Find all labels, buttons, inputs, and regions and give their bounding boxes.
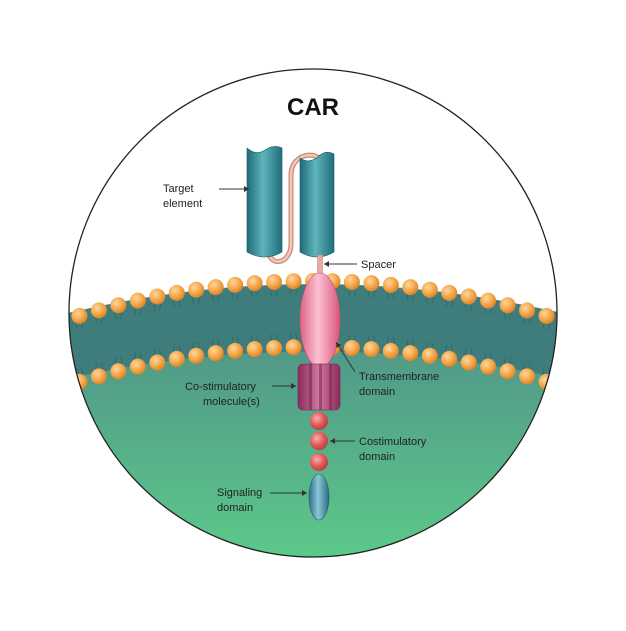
lipid-head [149,354,166,371]
lipid-head [441,284,458,301]
label-transmembrane: Transmembrane domain [335,341,439,398]
lipid-head [168,350,185,367]
lipid-head [421,281,438,298]
lipid-head [363,341,380,358]
label-costimulatory-domain: Costimulatory domain [330,436,427,463]
label-costimulatory-molecules: Co-stimulatory molecule(s) [185,381,296,408]
signaling-label-line1: Signaling [217,487,262,499]
lipid-tail [62,374,63,388]
label-signaling-domain: Signaling domain [217,487,307,514]
lipid-tail [57,374,58,388]
transmembrane-domain [299,272,341,368]
lipid-head [246,341,263,358]
lipid-head [480,292,497,309]
lipid-head [441,350,458,367]
lipid-head [382,276,399,293]
lipid-tail [57,322,58,336]
lipid-head [90,302,107,319]
cell-outline [68,68,558,558]
lipid-head [402,345,419,362]
transmembrane-label-line1: Transmembrane [359,371,439,383]
lipid-head [266,273,283,290]
lipid-head [188,347,205,364]
lipid-head [71,307,88,324]
lipid-head [558,380,574,396]
label-spacer: Spacer [324,259,396,271]
lipid-head [168,284,185,301]
lipid-tail [563,322,564,336]
target-element-right [299,151,335,258]
lipid-head [52,380,68,396]
lipid-head [343,273,360,290]
costim-molecule-label-line1: Co-stimulatory [185,381,256,393]
diagram-title: CAR [287,94,339,121]
lipid-head [499,297,516,314]
target-element-label-line2: element [163,198,202,210]
lipid-head [110,363,127,380]
costimulatory-molecule [297,363,341,411]
lipid-head [90,368,107,385]
lipid-head [519,368,536,385]
costimulatory-domain [310,412,328,471]
lipid-head [519,302,536,319]
lipid-head [52,314,68,330]
lipid-head [227,342,244,359]
lipid-head [499,363,516,380]
transmembrane-label-line2: domain [359,386,395,398]
car-molecule [246,146,341,521]
lipid-head [110,297,127,314]
lipid-head [266,339,283,356]
lipid-head [402,279,419,296]
costim-domain-label-line2: domain [359,451,395,463]
lipid-heads-upper [52,273,574,330]
lipid-heads-lower [52,339,574,396]
lipid-head [421,347,438,364]
label-target-element: Target element [163,183,249,210]
lipid-head [129,292,146,309]
lipid-head [558,314,574,330]
lipid-head [129,358,146,375]
lipid-head [343,339,360,356]
lipid-tail [563,374,564,388]
lipid-head [480,358,497,375]
lipid-head [227,276,244,293]
target-element-label-line1: Target [163,183,194,195]
lipid-head [460,354,477,371]
lipid-head [188,281,205,298]
spacer-label: Spacer [361,259,396,271]
signaling-label-line2: domain [217,502,253,514]
lipid-head [246,275,263,292]
costim-domain-label-line1: Costimulatory [359,436,427,448]
lipid-head [538,307,555,324]
lipid-tail [568,374,569,388]
lipid-head [363,275,380,292]
signaling-domain [308,473,330,521]
lipid-tail [62,322,63,336]
lipid-head [207,345,224,362]
lipid-head [207,279,224,296]
target-element-left [246,146,283,258]
lipid-head [285,273,302,290]
lipid-head [149,288,166,305]
costim-molecule-label-line2: molecule(s) [203,396,260,408]
lipid-head [382,342,399,359]
lipid-tail [568,322,569,336]
lipid-head [285,339,302,356]
lipid-head [460,288,477,305]
